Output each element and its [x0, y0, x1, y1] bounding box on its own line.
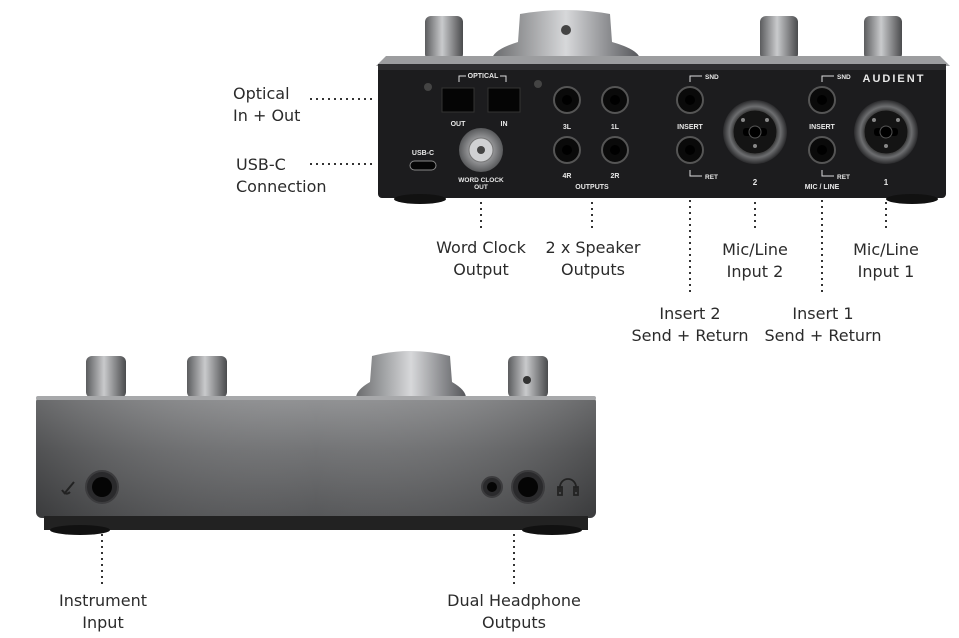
word-clock-label-1: WORD CLOCK [458, 177, 504, 184]
callout-insert1-line2: Send + Return [764, 326, 882, 345]
rear-foot-right [886, 194, 938, 204]
callout-mic2-line2: Input 2 [726, 262, 784, 281]
callout-mic1-line1: Mic/Line [853, 240, 919, 259]
callout-insert2-line2: Send + Return [631, 326, 749, 345]
mic-line-label: MIC / LINE [805, 184, 840, 191]
callout-optical-line2: In + Out [233, 106, 301, 125]
ret-2-label: RET [705, 174, 718, 181]
leader-lines [101, 98, 887, 584]
callout-insert-2: Insert 2 Send + Return [620, 303, 760, 347]
ret-1-label: RET [837, 174, 850, 181]
optical-out-port [441, 87, 475, 113]
label-1l: 1L [611, 124, 620, 131]
callout-instrument-line1: Instrument [58, 591, 148, 610]
callout-mic1-line2: Input 1 [857, 262, 915, 281]
callout-word-clock: Word Clock Output [421, 237, 541, 281]
brand-logo: AUDIENT [863, 73, 926, 85]
callout-wordclock-line2: Output [453, 260, 509, 279]
input-2-number: 2 [753, 178, 758, 187]
headphone-icon [557, 478, 579, 496]
rear-big-knob-hole [561, 25, 571, 35]
screw-icon [424, 83, 432, 91]
front-knob-1 [86, 356, 126, 398]
front-view-device [36, 351, 596, 535]
callout-headphones: Dual Headphone Outputs [434, 590, 594, 634]
label-4r: 4R [563, 173, 572, 180]
rear-knob-right [864, 16, 902, 60]
callout-mic-line-2: Mic/Line Input 2 [700, 239, 810, 283]
rear-knob-left [425, 16, 463, 60]
callout-insert1-line1: Insert 1 [792, 304, 854, 323]
callout-speaker-line2: Outputs [561, 260, 625, 279]
insert-1-label: INSERT [809, 124, 835, 131]
label-3l: 3L [563, 124, 572, 131]
usb-label: USB-C [412, 150, 434, 157]
outputs-label: OUTPUTS [575, 184, 609, 191]
usb-c-port [409, 160, 437, 171]
callout-mic2-line1: Mic/Line [722, 240, 788, 259]
callout-usb-line2: Connection [236, 177, 327, 196]
callout-headphone-line1: Dual Headphone [447, 591, 581, 610]
callout-insert2-line1: Insert 2 [659, 304, 721, 323]
optical-in-label: IN [501, 121, 508, 128]
screw-icon [534, 80, 542, 88]
callout-speaker-line1: 2 x Speaker [545, 238, 641, 257]
optical-header: OPTICAL [468, 73, 499, 80]
front-big-knob [356, 351, 466, 398]
rear-foot-left [394, 194, 446, 204]
snd-1-label: SND [837, 74, 851, 81]
word-clock-label-2: OUT [474, 184, 488, 191]
optical-in-port [487, 87, 521, 113]
callout-speaker-outputs: 2 x Speaker Outputs [528, 237, 658, 281]
rear-knob-mid [760, 16, 798, 60]
callout-instrument-line2: Input [82, 613, 124, 632]
input-1-number: 1 [884, 178, 889, 187]
callout-usb: USB-C Connection [236, 154, 327, 198]
snd-2-label: SND [705, 74, 719, 81]
rear-lid [376, 56, 950, 66]
front-knob-2 [187, 356, 227, 398]
callout-wordclock-line1: Word Clock [436, 238, 526, 257]
callout-usb-line1: USB-C [236, 155, 286, 174]
callout-instrument: Instrument Input [43, 590, 163, 634]
callout-mic-line-1: Mic/Line Input 1 [831, 239, 941, 283]
callout-optical: Optical In + Out [233, 83, 300, 127]
label-2r: 2R [611, 173, 620, 180]
optical-out-label: OUT [451, 121, 467, 128]
callout-optical-line1: Optical [233, 84, 290, 103]
callout-insert-1: Insert 1 Send + Return [753, 303, 893, 347]
insert-2-label: INSERT [677, 124, 703, 131]
guitar-icon [61, 481, 75, 495]
callout-headphone-line2: Outputs [482, 613, 546, 632]
rear-view-device: OPTICAL OUT IN USB-C WORD CLOCK OUT 3L 1… [376, 10, 950, 204]
